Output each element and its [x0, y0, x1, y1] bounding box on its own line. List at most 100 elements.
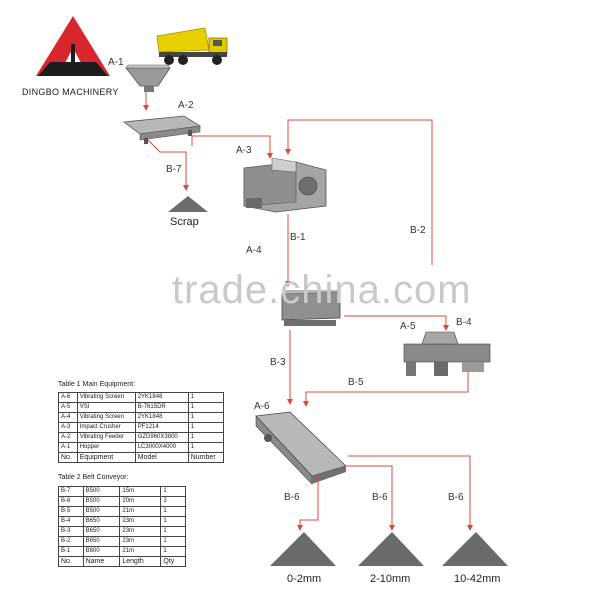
- table-header-cell: Length: [119, 556, 162, 567]
- vibrating-feeder-image: [122, 115, 202, 144]
- table-cell: PF1214: [134, 422, 189, 433]
- table-cell: 21m: [119, 546, 162, 557]
- table-cell: B-2: [58, 536, 84, 547]
- table-row: B-7 B500 15m 1: [58, 486, 186, 497]
- table-cell: 15m: [119, 486, 162, 497]
- table-header-row: No. Name Length Qty: [58, 556, 186, 567]
- table-cell: A-3: [58, 422, 78, 433]
- table-row: B-3 B650 23m 1: [58, 526, 186, 537]
- table-cell: Impact Crusher: [76, 422, 136, 433]
- table-cell: VSI: [76, 402, 136, 413]
- table-cell: A-1: [58, 442, 78, 453]
- table-row: A-5 VSI B-7615DR 1: [58, 402, 225, 413]
- label-a2: A-2: [178, 100, 194, 111]
- table-header-cell: Name: [82, 556, 121, 567]
- table-cell: 23m: [119, 536, 162, 547]
- label-b2: B-2: [410, 225, 426, 236]
- table-row: B-2 B650 23m 1: [58, 536, 186, 547]
- table-header-cell: Equipment: [76, 452, 136, 463]
- table-cell: B-7: [58, 486, 84, 497]
- product-pile-10-42mm: [442, 532, 508, 566]
- table-cell: 1: [187, 392, 225, 403]
- table-cell: B650: [82, 526, 121, 537]
- label-a4: A-4: [246, 245, 262, 256]
- label-b6-1: B-6: [284, 492, 300, 503]
- dingbo-logo: [36, 16, 110, 76]
- table-cell: Vibrating Feeder: [76, 432, 136, 443]
- table-header-cell: Qty: [160, 556, 186, 567]
- table-header-cell: Number: [187, 452, 225, 463]
- table-row: A-4 Vibrating Screen 2YK1848 1: [58, 412, 225, 423]
- label-a5: A-5: [400, 321, 416, 332]
- table-cell: 1: [160, 536, 186, 547]
- label-b1: B-1: [290, 232, 306, 243]
- table-cell: B500: [82, 506, 121, 517]
- equipment-table: A-6 Vibrating Screen 2YK1848 1 A-5 VSI B…: [58, 392, 225, 463]
- table-row: B-6 B500 20m 3: [58, 496, 186, 507]
- table-cell: 1: [160, 516, 186, 527]
- table-cell: B-3: [58, 526, 84, 537]
- table-row: B-1 B800 21m 1: [58, 546, 186, 557]
- table-cell: B-5: [58, 506, 84, 517]
- table2-caption: Table 2 Belt Conveyor:: [58, 474, 129, 481]
- table-cell: Vibrating Screen: [76, 412, 136, 423]
- label-b3: B-3: [270, 357, 286, 368]
- table-cell: 1: [187, 412, 225, 423]
- vsi-crusher-image: [403, 331, 491, 376]
- table-header-row: No. Equipment Model Number: [58, 452, 225, 463]
- table-cell: 1: [187, 402, 225, 413]
- table-cell: 2YK1848: [134, 412, 189, 423]
- table-cell: 23m: [119, 516, 162, 527]
- product-pile-0-2mm: [270, 532, 336, 566]
- scrap-label: Scrap: [170, 216, 199, 228]
- label-b4: B-4: [456, 317, 472, 328]
- table-cell: A-4: [58, 412, 78, 423]
- table-cell: B500: [82, 486, 121, 497]
- dump-truck-image: [156, 27, 228, 65]
- table-cell: A-2: [58, 432, 78, 443]
- table-row: B-4 B650 23m 1: [58, 516, 186, 527]
- output-label-0-2mm: 0-2mm: [287, 573, 322, 585]
- table1-caption: Table 1 Main Equipment:: [58, 381, 136, 388]
- table-cell: B-4: [58, 516, 84, 527]
- table-cell: B650: [82, 536, 121, 547]
- table-cell: 3: [160, 496, 186, 507]
- table-header-cell: No.: [58, 556, 84, 567]
- table-cell: 1: [187, 422, 225, 433]
- table-cell: 1: [160, 506, 186, 517]
- table-header-cell: Model: [134, 452, 189, 463]
- table-cell: LC3000X4000: [134, 442, 189, 453]
- table-cell: GZD960X3800: [134, 432, 189, 443]
- table-cell: B650: [82, 516, 121, 527]
- table-row: A-2 Vibrating Feeder GZD960X3800 1: [58, 432, 225, 443]
- table-cell: 2YK1848: [134, 392, 189, 403]
- scrap-pile-image: [168, 196, 208, 212]
- label-b6-3: B-6: [448, 492, 464, 503]
- table-row: B-5 B500 21m 1: [58, 506, 186, 517]
- watermark-text: trade.china.com: [172, 268, 472, 312]
- label-b7: B-7: [166, 164, 182, 175]
- table-cell: A-5: [58, 402, 78, 413]
- table-cell: Hopper: [76, 442, 136, 453]
- table-row: A-1 Hopper LC3000X4000 1: [58, 442, 225, 453]
- label-a3: A-3: [236, 145, 252, 156]
- output-label-2-10mm: 2-10mm: [370, 573, 411, 585]
- table-cell: B500: [82, 496, 121, 507]
- table-row: A-3 Impact Crusher PF1214 1: [58, 422, 225, 433]
- table-cell: Vibrating Screen: [76, 392, 136, 403]
- vibrating-screen-a4-image: [281, 290, 341, 326]
- label-a1: A-1: [108, 57, 124, 68]
- table-cell: 1: [160, 526, 186, 537]
- table-cell: B-7615DR: [134, 402, 189, 413]
- table-cell: 1: [160, 546, 186, 557]
- table-header-cell: No.: [58, 452, 78, 463]
- table-row: A-6 Vibrating Screen 2YK1848 1: [58, 392, 225, 403]
- table-cell: B800: [82, 546, 121, 557]
- label-b5: B-5: [348, 377, 364, 388]
- brand-name: DINGBO MACHINERY: [22, 87, 119, 97]
- product-pile-2-10mm: [358, 532, 424, 566]
- table-cell: 1: [187, 442, 225, 453]
- table-cell: 21m: [119, 506, 162, 517]
- table-cell: 23m: [119, 526, 162, 537]
